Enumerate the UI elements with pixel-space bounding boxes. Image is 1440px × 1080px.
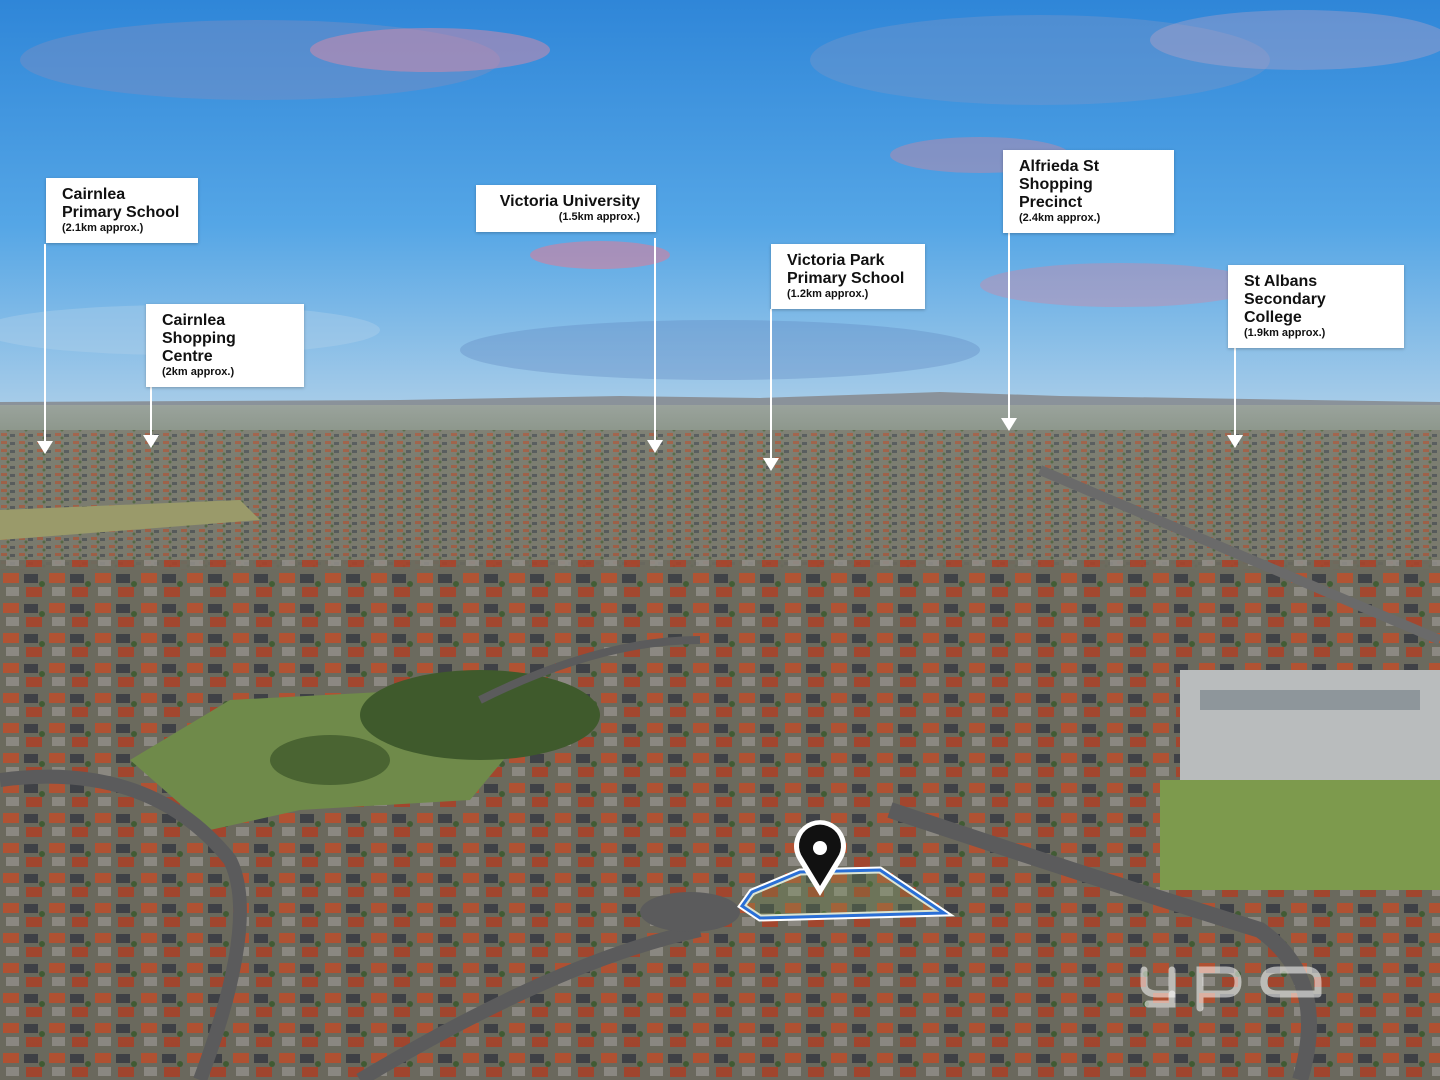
label-title: Alfrieda St Shopping Precinct	[1019, 158, 1100, 211]
label-alfrieda-st-shopping-precinct: Alfrieda St Shopping Precinct (2.4km app…	[1003, 150, 1174, 233]
label-cairnlea-primary-school: Cairnlea Primary School (2.1km approx.)	[46, 178, 198, 243]
pointer-victoria-university	[654, 238, 656, 441]
label-st-albans-secondary-college: St Albans Secondary College (1.9km appro…	[1228, 265, 1404, 348]
label-title: Cairnlea Primary School	[62, 186, 180, 221]
pointer-st-albans	[1234, 330, 1236, 436]
pointer-cairnlea-primary	[44, 244, 46, 444]
ypa-watermark-logo	[1140, 966, 1322, 1012]
label-cairnlea-shopping-centre: Cairnlea Shopping Centre (2km approx.)	[146, 304, 304, 387]
label-distance: (2.4km approx.)	[1019, 212, 1101, 224]
arrow-alfrieda	[1001, 418, 1017, 431]
location-pin-icon	[794, 820, 847, 896]
label-distance: (2km approx.)	[162, 366, 235, 378]
arrow-cairnlea-shopping	[143, 435, 159, 448]
label-distance: (1.5km approx.)	[558, 211, 640, 223]
arrow-cairnlea-primary	[37, 441, 53, 454]
label-victoria-university: Victoria University (1.5km approx.)	[476, 185, 656, 232]
arrow-st-albans	[1227, 435, 1243, 448]
label-title: Cairnlea Shopping Centre	[162, 312, 236, 365]
pointer-alfrieda	[1008, 220, 1010, 420]
label-title: Victoria University	[499, 193, 640, 210]
label-distance: (1.2km approx.)	[787, 288, 869, 300]
arrow-victoria-university	[647, 440, 663, 453]
label-distance: (2.1km approx.)	[62, 222, 144, 234]
label-distance: (1.9km approx.)	[1244, 327, 1326, 339]
pointer-victoria-park	[770, 309, 772, 459]
label-victoria-park-primary-school: Victoria Park Primary School (1.2km appr…	[771, 244, 925, 309]
arrow-victoria-park	[763, 458, 779, 471]
label-title: St Albans Secondary College	[1244, 273, 1326, 326]
label-title: Victoria Park Primary School	[787, 252, 905, 287]
pointer-cairnlea-shopping	[150, 370, 152, 436]
property-boundary	[739, 868, 949, 920]
